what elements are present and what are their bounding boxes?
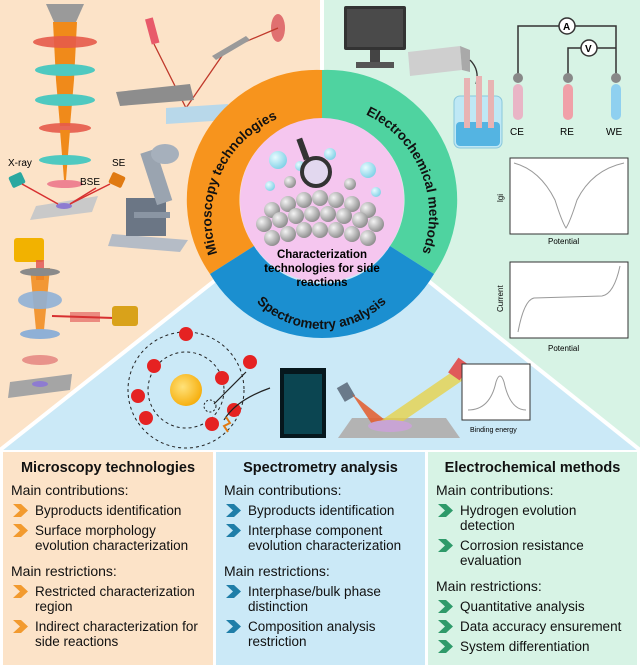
restrictions-heading: Main restrictions: xyxy=(11,563,117,579)
list-item: Byproducts identification xyxy=(224,503,417,518)
center-title-line3: reactions xyxy=(296,277,347,289)
chevron-right-icon xyxy=(226,585,241,598)
workstation-icon xyxy=(344,6,478,85)
panel-spectrometry: Spectrometry analysis Main contributions… xyxy=(216,452,425,665)
detector-xray-icon xyxy=(8,172,59,205)
binding-energy-label: Binding energy xyxy=(470,427,517,434)
chevron-right-icon xyxy=(226,524,241,537)
list-item: Restricted characterization region xyxy=(11,584,205,614)
contributions-list: Byproducts identification Interphase com… xyxy=(224,503,417,553)
metal-particles-illustration xyxy=(256,148,384,246)
list-item: Indirect characterization for side react… xyxy=(11,619,205,649)
tafel-plot xyxy=(509,157,629,235)
chevron-right-icon xyxy=(438,600,453,613)
tafel-x-label: Potential xyxy=(548,237,579,246)
panel-title: Electrochemical methods xyxy=(444,460,621,476)
contributions-heading: Main contributions: xyxy=(436,482,554,498)
ring-echem-segment xyxy=(322,69,458,274)
list-item: Hydrogen evolution detection xyxy=(436,503,629,533)
chevron-right-icon xyxy=(226,504,241,517)
confocal-illustration xyxy=(8,238,138,398)
lsv-x-label: Potential xyxy=(548,344,579,353)
atom-model-illustration xyxy=(127,327,271,449)
lsv-plot xyxy=(509,261,629,339)
eds-map-image xyxy=(280,368,326,438)
chevron-right-icon xyxy=(226,620,241,633)
list-item: Quantitative analysis xyxy=(436,599,629,614)
list-item: Data accuracy ensurement xyxy=(436,619,629,634)
contributions-list: Byproducts identification Surface morpho… xyxy=(11,503,205,553)
ring-spec-segment xyxy=(210,246,434,339)
center-title-line1: Characterization xyxy=(277,249,367,261)
detector-se-icon xyxy=(69,172,126,205)
ring-micro-segment xyxy=(186,69,322,274)
tafel-y-label: lgi xyxy=(496,194,505,202)
list-item: System differentiation xyxy=(436,639,629,654)
chevron-right-icon xyxy=(438,539,453,552)
center-title-line2: technologies for side xyxy=(264,263,380,275)
panel-electrochemical: Electrochemical methods Main contributio… xyxy=(428,452,637,665)
lsv-y-label: Current xyxy=(496,285,505,312)
restrictions-heading: Main restrictions: xyxy=(224,563,330,579)
panel-title: Microscopy technologies xyxy=(20,460,196,476)
overview-diagram: X-ray BSE SE xyxy=(0,0,640,450)
circuit-diagram xyxy=(513,17,621,120)
restrictions-list: Interphase/bulk phase distinction Compos… xyxy=(224,584,417,649)
label-ce: CE xyxy=(510,127,524,138)
magnifier-icon xyxy=(296,137,332,188)
list-item: Byproducts identification xyxy=(11,503,205,518)
contributions-heading: Main contributions: xyxy=(11,482,129,498)
label-xray: X-ray xyxy=(8,158,32,169)
chevron-right-icon xyxy=(438,504,453,517)
list-item: Interphase/bulk phase distinction xyxy=(224,584,417,614)
list-item: Composition analysis restriction xyxy=(224,619,417,649)
list-item: Interphase component evolution character… xyxy=(224,523,417,553)
optical-microscope-icon xyxy=(108,144,188,252)
chevron-right-icon xyxy=(13,524,28,537)
label-se: SE xyxy=(112,158,126,169)
panel-microscopy: Microscopy technologies Main contributio… xyxy=(3,452,213,665)
panel-title: Spectrometry analysis xyxy=(243,460,398,476)
restrictions-list: Restricted characterization region Indir… xyxy=(11,584,205,649)
restrictions-list: Quantitative analysis Data accuracy ensu… xyxy=(436,599,629,654)
label-voltmeter: V xyxy=(585,44,592,55)
chevron-right-icon xyxy=(438,640,453,653)
chevron-right-icon xyxy=(13,620,28,633)
chevron-right-icon xyxy=(438,620,453,633)
label-we: WE xyxy=(606,127,622,138)
chevron-right-icon xyxy=(13,585,28,598)
restrictions-heading: Main restrictions: xyxy=(436,578,542,594)
list-item: Surface morphology evolution characteriz… xyxy=(11,523,205,553)
contributions-list: Hydrogen evolution detection Corrosion r… xyxy=(436,503,629,568)
contributions-heading: Main contributions: xyxy=(224,482,342,498)
electron-microscope-column xyxy=(30,4,98,220)
xps-illustration xyxy=(336,357,531,438)
list-item: Corrosion resistance evaluation xyxy=(436,538,629,568)
label-ammeter: A xyxy=(563,22,570,33)
afm-illustration xyxy=(116,14,285,124)
label-re: RE xyxy=(560,127,574,138)
electrochemical-cell-icon xyxy=(453,76,503,149)
chevron-right-icon xyxy=(13,504,28,517)
label-bse: BSE xyxy=(80,177,100,188)
